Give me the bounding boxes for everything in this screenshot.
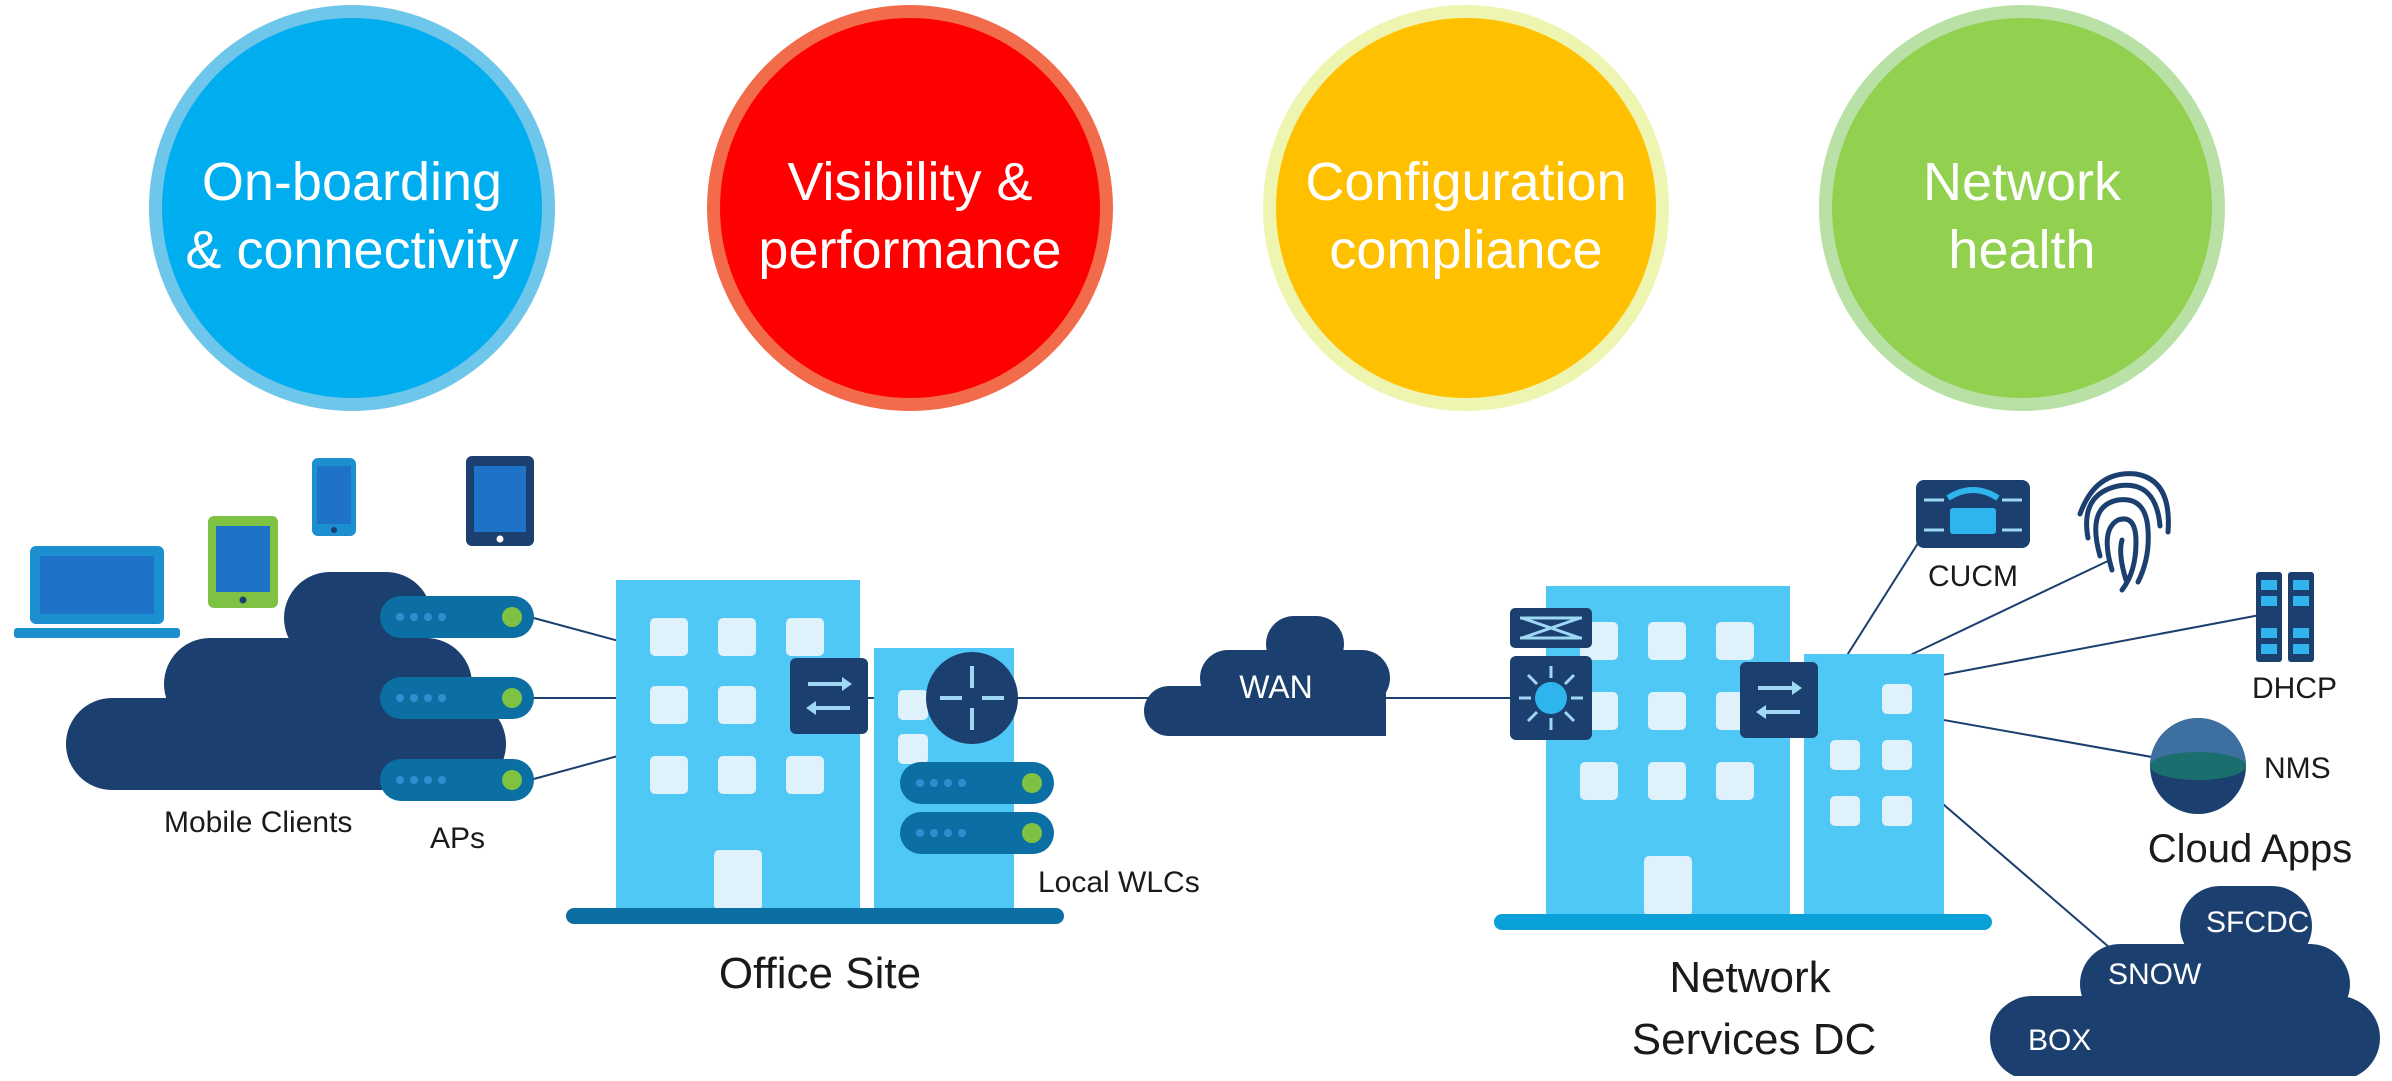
wan-label: WAN [1239,669,1312,705]
access-point-icon [380,596,534,638]
local-wlcs-label: Local WLCs [1038,866,1200,899]
circle-onboarding: On-boarding & connectivity [149,5,555,411]
access-point-icon [380,759,534,801]
dc-label-line2: Services DC [1632,1015,1877,1064]
dc-building [1494,586,1992,930]
crossbar-icon [1510,608,1592,648]
office-building [566,580,1064,924]
ipad-icon [466,456,534,546]
circle-configuration-line2: compliance [1329,220,1602,280]
mobile-clients-cloud [66,572,506,790]
mobile-clients-label: Mobile Clients [164,806,352,839]
switch-icon [1740,662,1818,738]
tablet-icon [208,516,278,608]
router-icon [926,652,1018,744]
office-site-label: Office Site [719,949,921,998]
switch-icon [790,658,868,734]
circle-onboarding-line1: On-boarding [202,152,502,212]
phone-icon [312,458,356,536]
wlc-icon [900,762,1054,804]
nms-label: NMS [2264,752,2331,785]
circle-visibility-line1: Visibility & [787,152,1032,212]
access-point-icon [380,677,534,719]
circle-configuration-line1: Configuration [1305,152,1626,212]
cloud-apps-stack [1990,886,2380,1080]
laptop-icon [14,546,180,638]
circle-visibility-line2: performance [758,220,1061,280]
globe-icon [2150,718,2246,814]
circle-visibility: Visibility & performance [707,5,1113,411]
circle-configuration: Configuration compliance [1263,5,1669,411]
cloud-icon [1144,616,1390,736]
layer3-switch-icon [1510,656,1592,740]
fingerprint-icon [2077,471,2171,593]
server-icon [2256,572,2314,662]
circle-network-health: Network health [1819,5,2225,411]
wlc-icon [900,812,1054,854]
box-label: BOX [2028,1024,2091,1057]
dc-label-line1: Network [1669,953,1831,1002]
circle-onboarding-line2: & connectivity [185,220,518,280]
sfcdc-label: SFCDC [2206,906,2309,939]
circle-health-line2: health [1948,220,2095,280]
cloud-apps-label: Cloud Apps [2148,827,2353,871]
aps-label: APs [430,822,485,855]
ip-phone-icon [1916,480,2030,548]
cucm-label: CUCM [1928,560,2018,593]
dhcp-label: DHCP [2252,672,2337,705]
circle-health-line1: Network [1923,152,2122,212]
snow-label: SNOW [2108,958,2202,991]
